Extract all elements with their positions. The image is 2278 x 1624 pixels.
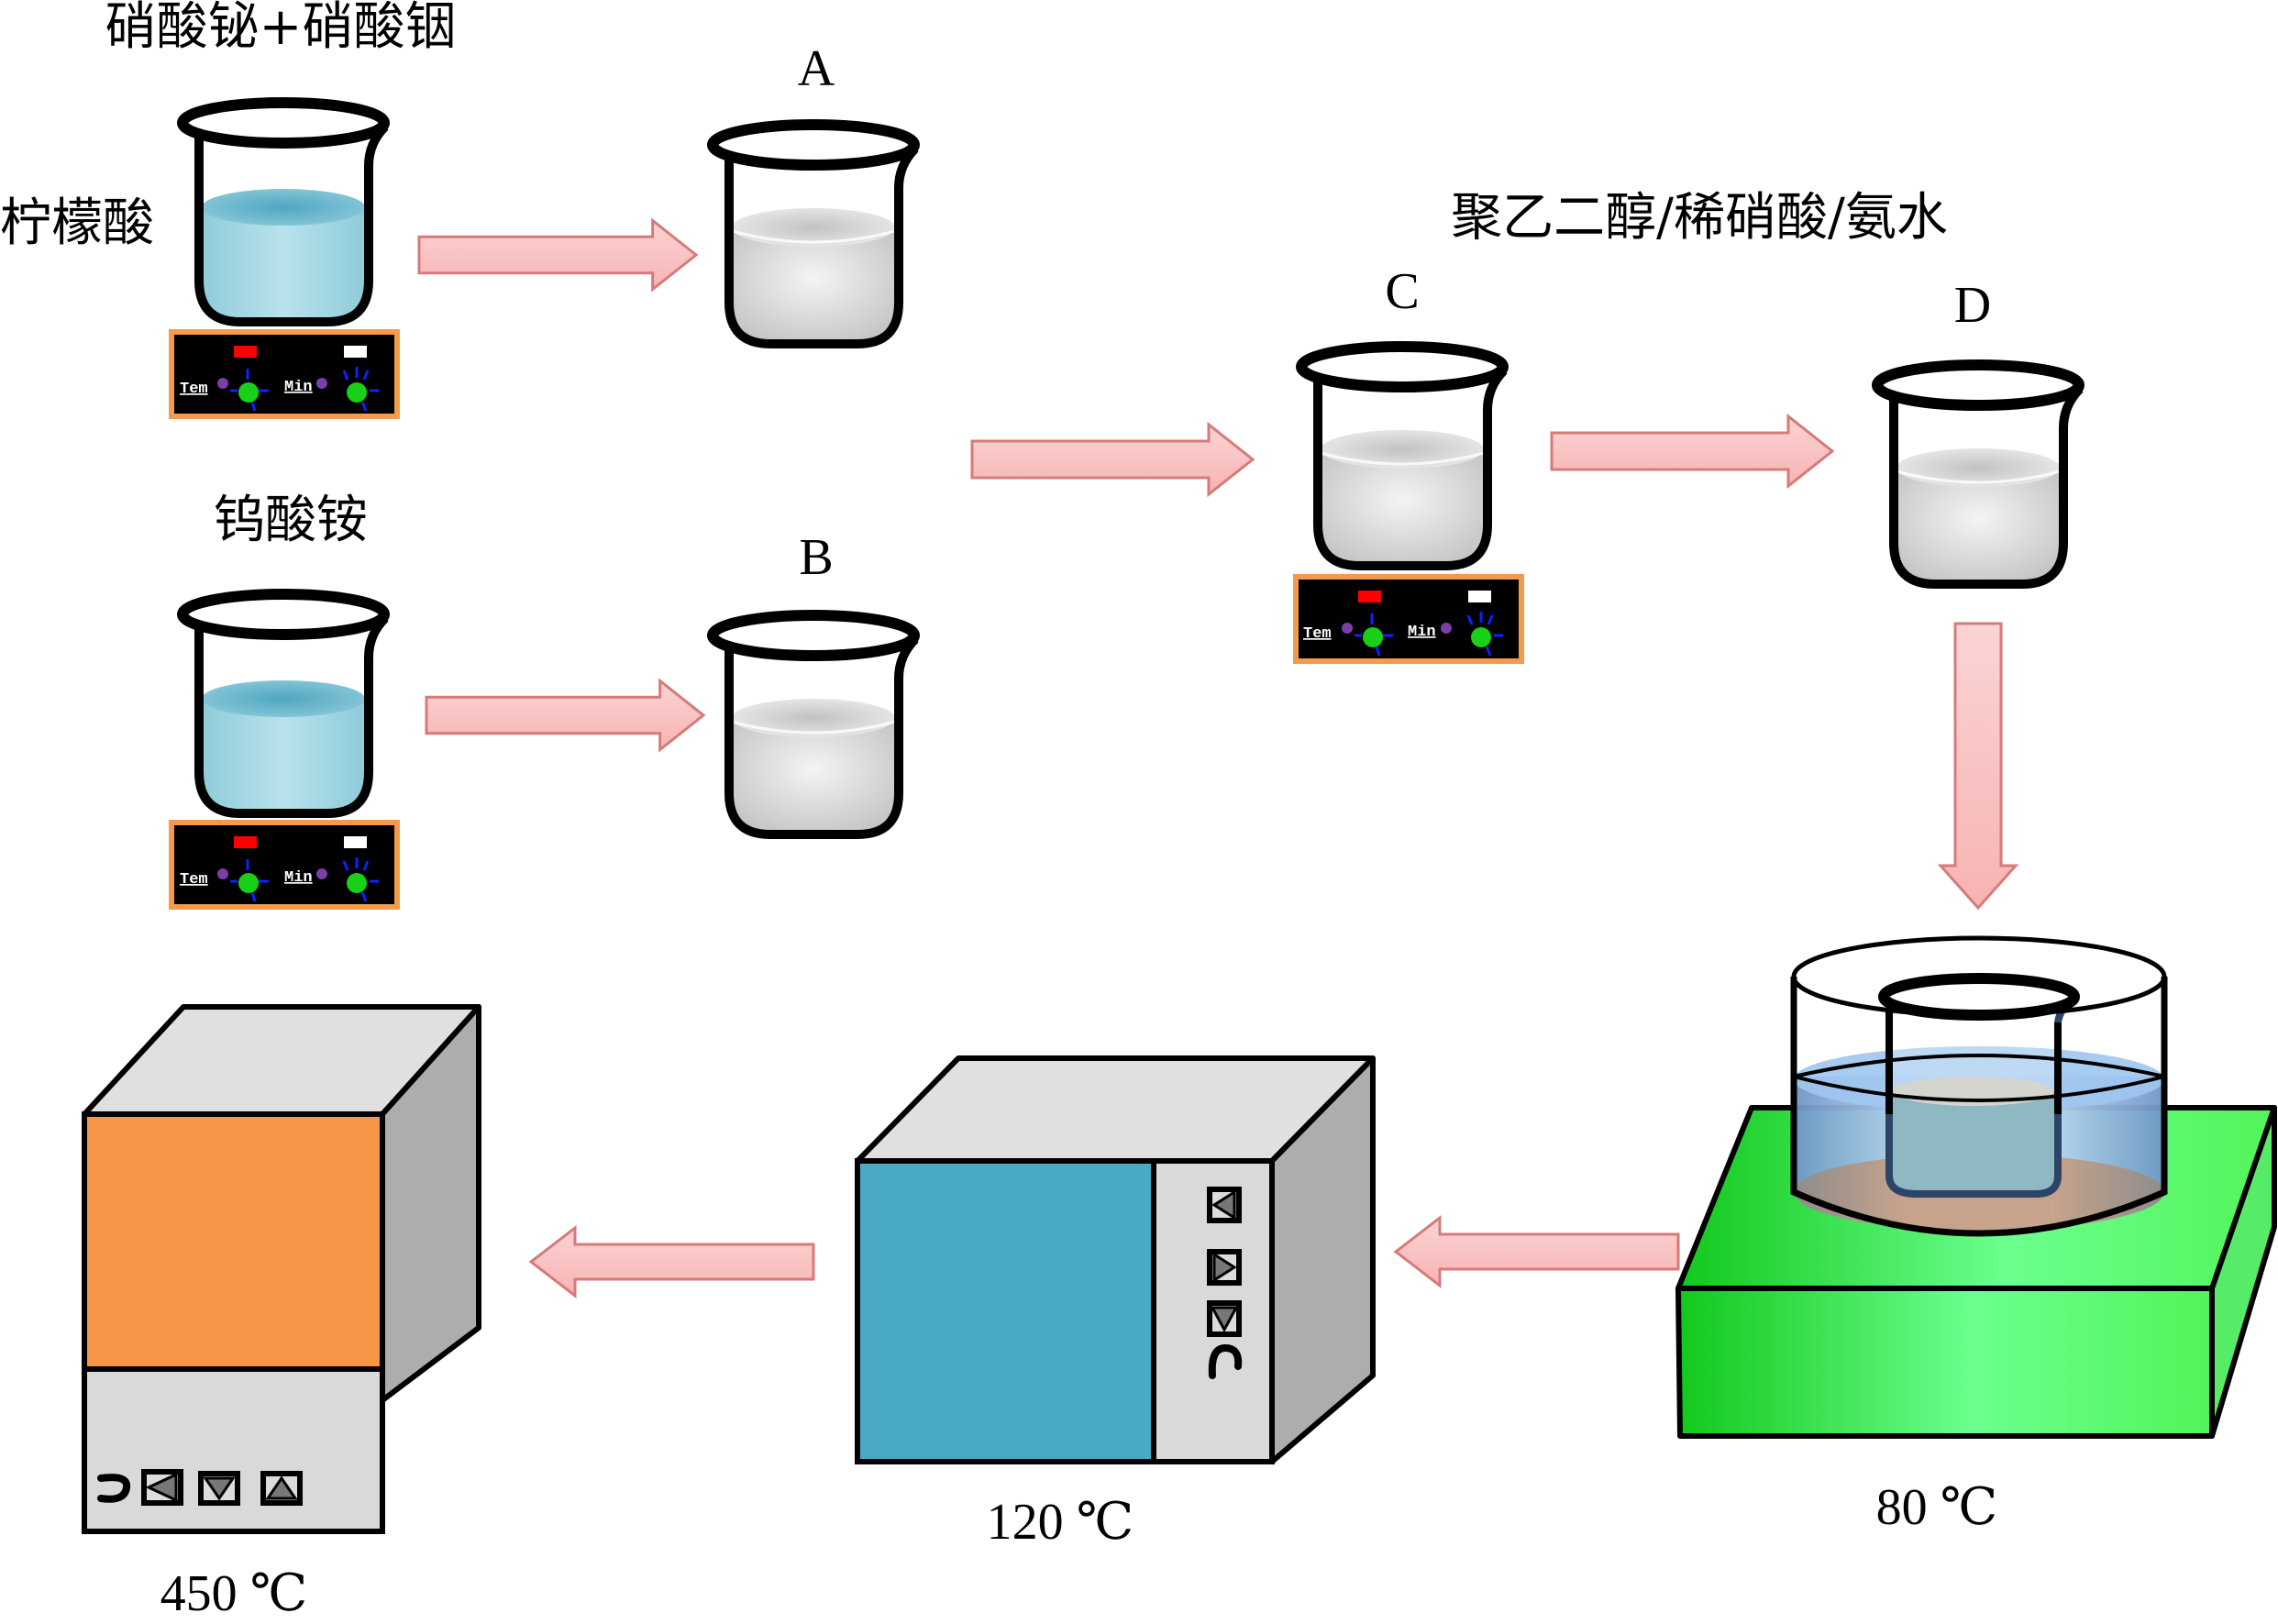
hotplate-1-stir-label: Min bbox=[284, 379, 313, 396]
drying-oven bbox=[855, 1055, 1376, 1464]
hotplate-3-temp-label: Tem bbox=[1303, 625, 1332, 643]
muffle-furnace bbox=[82, 1004, 481, 1534]
beaker-reagent-1 bbox=[182, 103, 385, 322]
arrow-to-d bbox=[1550, 414, 1834, 488]
solution-d-label: D bbox=[1954, 277, 1991, 334]
arrow-to-water-bath bbox=[1937, 622, 2019, 911]
oven-down-button bbox=[1207, 1300, 1242, 1337]
arrow-to-b bbox=[425, 679, 705, 752]
arrow-to-c bbox=[970, 423, 1255, 496]
solution-a-label: A bbox=[798, 40, 835, 97]
hotplate-stirrer-3 bbox=[1296, 577, 1521, 661]
hotplate-stirrer-1 bbox=[171, 332, 397, 416]
furnace-up-button bbox=[260, 1471, 303, 1506]
reagent-1-label: 硝酸铋+硝酸铟 bbox=[105, 0, 457, 57]
beaker-d bbox=[1877, 365, 2080, 584]
hotplate-3-stir-label: Min bbox=[1408, 624, 1436, 641]
hotplate-stirrer-2 bbox=[171, 823, 397, 907]
oven-power-icon bbox=[1208, 1343, 1243, 1379]
additives-label: 聚乙二醇/稀硝酸/氨水 bbox=[1451, 188, 1948, 248]
solution-c-label: C bbox=[1385, 263, 1419, 320]
hotplate-1-temp-label: Tem bbox=[180, 381, 208, 398]
furnace-left-button bbox=[141, 1469, 183, 1506]
solution-b-label: B bbox=[799, 529, 833, 586]
beaker-a bbox=[713, 125, 915, 344]
oven-temp-label: 120 ℃ bbox=[987, 1494, 1134, 1551]
furnace-down-button bbox=[198, 1471, 240, 1506]
water-bath-temp-label: 80 ℃ bbox=[1876, 1479, 1998, 1536]
water-bath-front bbox=[1675, 1286, 2215, 1439]
citric-acid-label: 柠檬酸 bbox=[0, 193, 154, 253]
oven-left-button bbox=[1207, 1187, 1242, 1223]
arrow-to-furnace bbox=[528, 1224, 815, 1299]
beaker-c bbox=[1301, 347, 1504, 566]
water-bath bbox=[1675, 935, 2277, 1439]
hotplate-1-labels: Tem Min bbox=[180, 379, 313, 398]
arrow-to-a bbox=[417, 218, 698, 292]
furnace-window bbox=[82, 1111, 385, 1372]
hotplate-3-labels: Tem Min bbox=[1303, 624, 1436, 643]
hotplate-2-stir-label: Min bbox=[284, 869, 313, 887]
furnace-power-icon bbox=[97, 1474, 131, 1503]
furnace-temp-label: 450 ℃ bbox=[160, 1565, 308, 1622]
beaker-reagent-2 bbox=[182, 594, 385, 813]
beaker-b bbox=[713, 615, 915, 834]
furnace-control-panel bbox=[82, 1366, 385, 1534]
hotplate-2-temp-label: Tem bbox=[180, 871, 208, 889]
hotplate-2-labels: Tem Min bbox=[180, 869, 313, 889]
arrow-to-oven bbox=[1393, 1214, 1680, 1289]
oven-right-button bbox=[1207, 1249, 1242, 1286]
oven-window bbox=[855, 1158, 1156, 1464]
ammonium-tungstate-label: 钨酸铵 bbox=[214, 491, 368, 550]
